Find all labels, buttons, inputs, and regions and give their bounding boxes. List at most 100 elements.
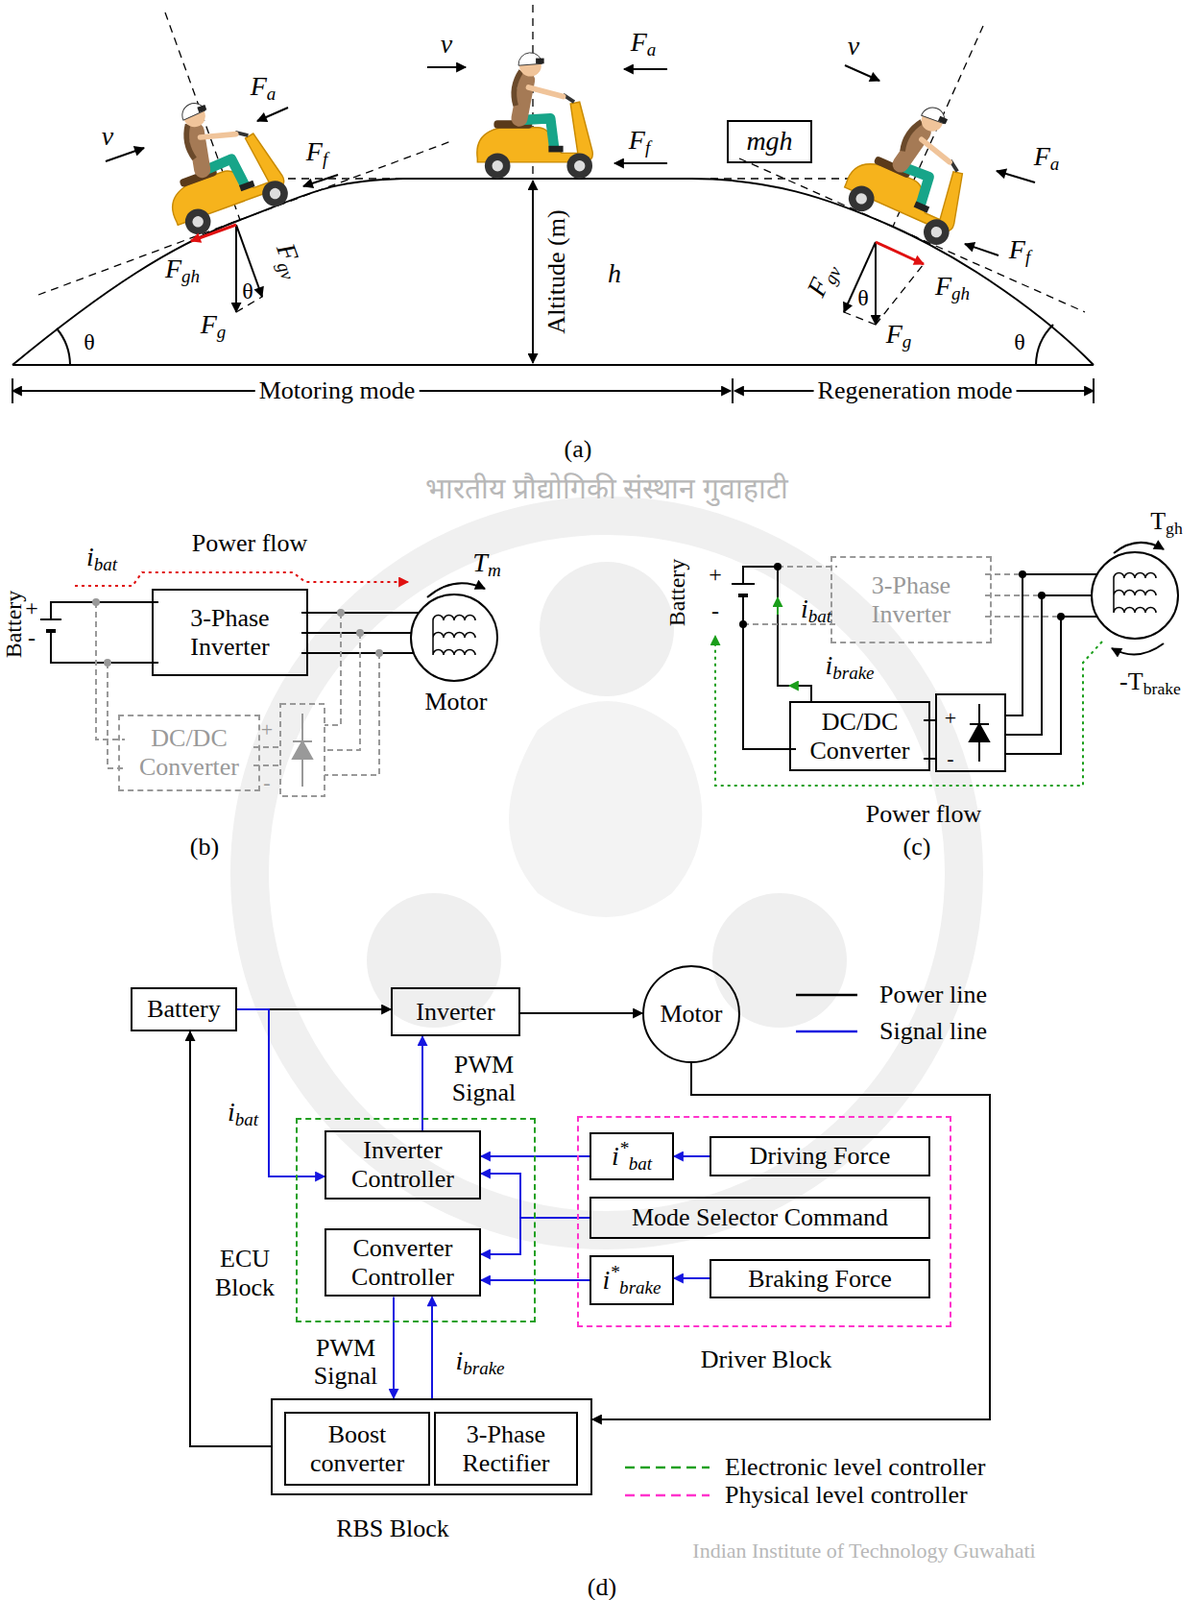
signal-line (673, 1276, 710, 1279)
power-line (520, 1011, 643, 1014)
figure-label: Motor (425, 688, 488, 717)
watermark-logo (366, 892, 502, 1028)
text-part: v (101, 120, 114, 151)
text-part: F (250, 71, 267, 101)
legend-sample (625, 1493, 710, 1497)
figure-label: Fa (630, 27, 657, 62)
box-label: 3-Phase Inverter (832, 571, 990, 629)
text-part: f (322, 148, 328, 169)
motoring-circuit (292, 713, 313, 787)
motoring-circuit (336, 608, 345, 617)
motoring-circuit (50, 630, 159, 663)
figure-label: - (27, 625, 36, 650)
text-part: F (306, 136, 323, 167)
motoring-circuit (50, 601, 159, 620)
figure-label: + (944, 706, 957, 730)
text-part: T (472, 547, 488, 578)
figure-label: Fa (1034, 142, 1060, 176)
box-label: Mode Selector Command (631, 1203, 889, 1232)
box-label: Inverter Controller (326, 1135, 480, 1194)
figure-label: Fgv (801, 258, 846, 303)
motoring-circuit (253, 764, 281, 767)
figure-label: Tm (472, 548, 501, 582)
signal-line (392, 1296, 395, 1398)
process-box: Mode Selector Command (589, 1196, 931, 1239)
force-arrow (843, 241, 876, 313)
text-part: F (165, 253, 182, 284)
hill-figure (56, 328, 71, 365)
process-box: i*brake (589, 1254, 674, 1305)
hill-figure (843, 312, 876, 325)
figure-label: ibrake (824, 650, 874, 685)
text-part: F (935, 270, 952, 301)
figure-label: + (24, 595, 39, 621)
motoring-circuit (96, 601, 380, 796)
figure-label: v (847, 31, 860, 62)
force-arrow (964, 243, 999, 256)
text-part: g (216, 321, 227, 342)
figure-label: Tgh (1150, 507, 1183, 539)
figure-label: (a) (564, 435, 593, 464)
regeneration-circuit (1057, 612, 1065, 621)
figure-label: Battery (0, 590, 26, 659)
box-label: 3-Phase Rectifier (435, 1419, 577, 1478)
figure-label: -Tbrake (1119, 668, 1181, 699)
text-part: * (609, 1261, 620, 1282)
box-label: Motor (660, 999, 723, 1029)
scooter-rider (477, 52, 593, 179)
text-part: i (86, 541, 95, 572)
process-box: 3-Phase Rectifier (433, 1411, 578, 1486)
text-part: f (645, 137, 650, 158)
figure-label: (d) (587, 1573, 617, 1600)
hill-figure (1035, 324, 1054, 365)
watermark-logo (712, 892, 847, 1028)
text-part: bat (808, 605, 832, 626)
regeneration-circuit (1041, 594, 1092, 597)
text-part: i (227, 1096, 236, 1127)
figure-label: Power flow (866, 800, 983, 829)
text-part: brake (832, 662, 874, 683)
regeneration-circuit (1113, 573, 1156, 614)
process-box: DC/DC Converter (118, 714, 261, 792)
box-label: 3-Phase Inverter (153, 603, 307, 662)
text-part: i (455, 1345, 463, 1375)
regeneration-circuit (776, 597, 779, 615)
figure-label: Fgv (266, 240, 311, 284)
motoring-circuit (324, 612, 341, 725)
figure-label: v (101, 121, 114, 152)
process-box: Inverter (390, 986, 521, 1036)
block-heading: RBS Block (287, 1514, 499, 1543)
figure-label: Ff (1009, 235, 1031, 269)
text-part: F (1009, 234, 1026, 265)
force-arrow (844, 65, 880, 81)
figure-label: θ (83, 329, 96, 355)
motoring-circuit (356, 628, 364, 637)
regeneration-circuit (1113, 542, 1164, 554)
text-part: brake (619, 1276, 661, 1298)
force-arrow (303, 174, 338, 187)
regeneration-circuit (1005, 616, 1061, 754)
power-line (190, 1031, 271, 1446)
text-part: F (628, 124, 646, 155)
signal-label: PWM Signal (443, 1051, 525, 1107)
figure-label: - (946, 746, 954, 770)
motoring-circuit (433, 615, 476, 656)
regeneration-circuit (715, 635, 1103, 786)
text-part: i (611, 1140, 620, 1171)
group-block: ECU BlockInverter ControllerConverter Co… (295, 1117, 536, 1323)
figure-label: - (263, 770, 270, 794)
force-arrow (235, 224, 238, 313)
motor-circle: Motor (642, 964, 741, 1063)
regeneration-circuit (985, 594, 1042, 597)
regeneration-circuit (969, 722, 989, 725)
force-arrow (191, 224, 237, 241)
figure-label: - (711, 598, 720, 624)
force-arrow (624, 68, 668, 71)
figure-label: Fgh (165, 254, 200, 289)
hill-figure (288, 177, 452, 179)
figure-label: (b) (190, 833, 219, 862)
motoring-circuit (103, 658, 112, 667)
signal-line (673, 1154, 710, 1157)
regeneration-circuit (777, 565, 838, 568)
